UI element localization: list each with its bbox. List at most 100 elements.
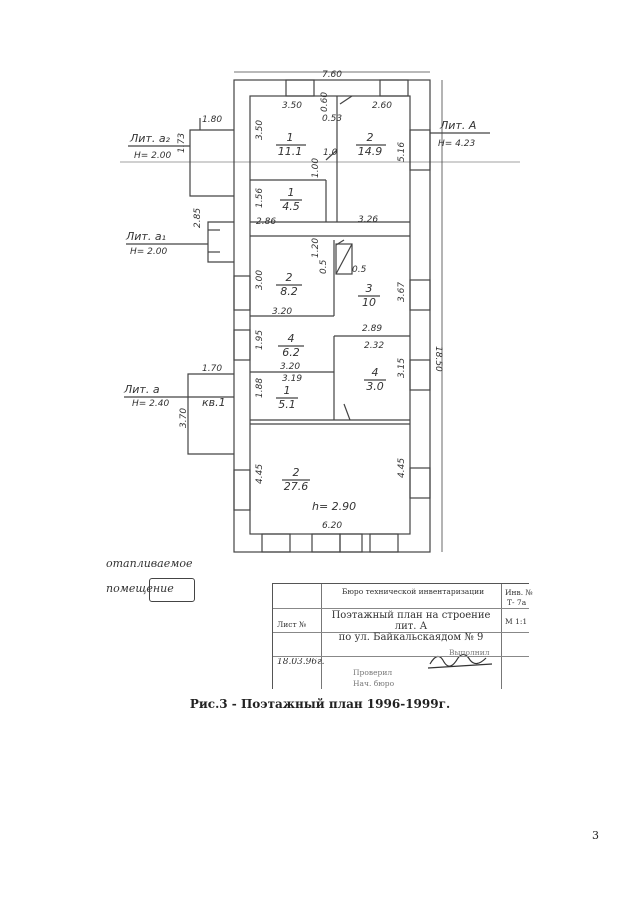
dim-3-19: 3.19 — [282, 374, 302, 384]
stair-diag — [335, 243, 353, 275]
dim-5-16: 5.16 — [397, 142, 407, 162]
stamp-list: Лист № — [277, 620, 307, 629]
figure-caption: Рис.3 - Поэтажный план 1996-1999г. — [189, 697, 451, 711]
room-area: 4.5 — [282, 200, 300, 213]
room-area: 6.2 — [282, 346, 300, 359]
dim-1-73: 1.73 — [177, 133, 187, 153]
room-area: 3.0 — [366, 380, 384, 393]
legend-swatch — [149, 578, 195, 602]
dim-overall-width: 7.60 — [322, 70, 342, 80]
room-area: 11.1 — [278, 145, 303, 158]
stair — [335, 243, 353, 275]
room-number: 3 — [366, 282, 373, 295]
dim-2-32: 2.32 — [364, 341, 384, 351]
dim-1-70: 1.70 — [202, 364, 222, 374]
room-area: 14.9 — [358, 145, 383, 158]
room-number: 4 — [288, 332, 295, 345]
stamp-small2: Проверил — [353, 668, 393, 677]
stamp-divider — [501, 584, 502, 689]
window — [379, 79, 409, 97]
window — [409, 467, 431, 499]
stamp-small1: Выполнил — [449, 648, 490, 657]
lit-a1-height: H= 2.00 — [130, 247, 167, 257]
dim-1-00: 1.00 — [311, 158, 321, 178]
window — [285, 79, 315, 97]
lit-a-height: H= 2.40 — [132, 399, 169, 409]
dim-0-5a: 0.5 — [319, 259, 329, 274]
stamp-scale: М 1:1 — [505, 617, 528, 626]
door-swing — [339, 95, 353, 105]
dim-2-86: 2.86 — [256, 217, 276, 227]
stamp-row — [273, 584, 529, 609]
page-number: 3 — [592, 829, 599, 842]
dim-1-88: 1.88 — [255, 378, 265, 398]
dim-top-right: 2.60 — [372, 101, 392, 111]
room-number: 1 — [284, 384, 291, 397]
stamp-row — [273, 608, 529, 633]
dim-18-50: 18.50 — [433, 346, 443, 372]
dim-3-70: 3.70 — [179, 408, 189, 428]
stamp-title-line2: лит. А — [394, 621, 428, 632]
room-number: 2 — [293, 466, 300, 479]
dim-0-60: 0.60 — [320, 92, 330, 112]
legend-line2: помещение — [106, 582, 174, 595]
annex-a — [187, 373, 234, 455]
door-swing — [343, 403, 351, 421]
dim-4-45a: 4.45 — [255, 464, 265, 484]
lit-A-height: H= 4.23 — [438, 139, 475, 149]
dim-1-20: 1.20 — [311, 238, 321, 258]
dim-1-56: 1.56 — [255, 188, 265, 208]
dim-3-67: 3.67 — [397, 282, 407, 302]
room-number: 4 — [372, 366, 379, 379]
dim-3-50v: 3.50 — [255, 120, 265, 140]
stamp-small3: Нач. бюро — [353, 679, 395, 688]
dim-3-00: 3.00 — [255, 270, 265, 290]
dim-0-5b: 0.5 — [352, 265, 367, 275]
window — [369, 533, 399, 553]
annex-a1 — [207, 221, 234, 263]
stamp-divider — [321, 584, 322, 689]
window — [409, 129, 431, 171]
stamp-title-line3: по ул. Байкальскаядом № 9 — [338, 632, 484, 643]
window — [233, 469, 251, 511]
dim-2-89: 2.89 — [362, 324, 382, 334]
dim-4-45b: 4.45 — [397, 458, 407, 478]
apartment-label: кв.1 — [202, 396, 226, 409]
room-area: 27.6 — [284, 480, 309, 493]
stamp-bureau: Бюро технической инвентаризации — [341, 587, 485, 596]
ceiling-height: h= 2.90 — [312, 500, 356, 513]
room-area: 5.1 — [278, 398, 296, 411]
annex-a2 — [189, 129, 234, 197]
room-number: 2 — [367, 131, 374, 144]
door — [339, 533, 363, 553]
stamp-title-line1: Поэтажный план на строение — [331, 610, 491, 621]
dim-top-left: 3.50 — [282, 101, 302, 111]
room-number: 1 — [288, 186, 295, 199]
dim-1-95: 1.95 — [255, 330, 265, 350]
lit-a-name: Лит. а — [123, 383, 160, 396]
dim-3-15: 3.15 — [397, 358, 407, 378]
lit-a2-height: H= 2.00 — [134, 151, 171, 161]
window — [261, 533, 291, 553]
signature-mark — [427, 653, 493, 669]
window — [311, 533, 341, 553]
dim-3-20: 3.20 — [272, 307, 292, 317]
window — [233, 329, 251, 361]
lit-A-name: Лит. А — [439, 119, 476, 132]
dim-0-53: 0.53 — [322, 114, 342, 124]
dim-3-26: 3.26 — [358, 215, 378, 225]
window — [409, 279, 431, 311]
stamp-inv: Инв. № — [505, 588, 533, 597]
room-number: 2 — [286, 271, 293, 284]
dim-2-85: 2.85 — [193, 208, 203, 228]
dim-1-80: 1.80 — [202, 115, 222, 125]
lit-a1-name: Лит. а₁ — [125, 230, 166, 243]
title-block: Бюро технической инвентаризации Инв. № Т… — [272, 583, 533, 689]
stamp-row — [273, 632, 529, 657]
room-area: 8.2 — [280, 285, 298, 298]
room-number: 1 — [287, 131, 294, 144]
dim-1-0: 1.0 — [323, 148, 338, 158]
door-swing — [325, 149, 338, 161]
